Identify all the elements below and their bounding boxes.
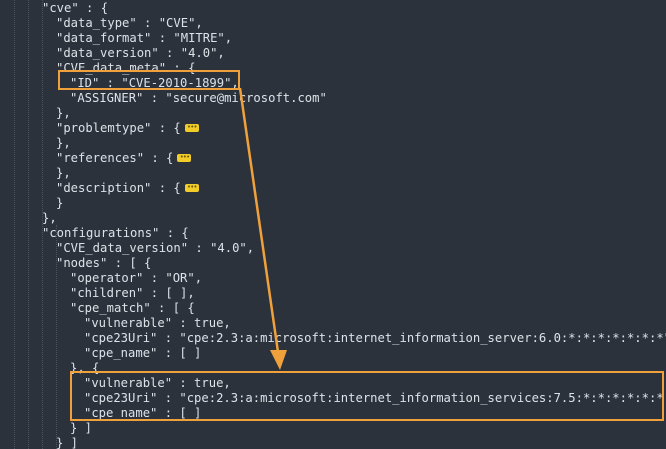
code-text: "nodes" : [ {	[56, 256, 152, 270]
fold-marker-icon[interactable]: •••	[184, 123, 199, 132]
code-line: "cve" : {	[42, 1, 108, 16]
code-line: "vulnerable" : true,	[84, 316, 231, 331]
indent-guide	[28, 0, 29, 449]
code-text: },	[56, 136, 71, 150]
code-line: "ASSIGNER" : "secure@microsoft.com"	[70, 91, 327, 106]
indent-guide	[56, 225, 57, 449]
indent-guide	[14, 0, 15, 449]
code-line: "problemtype" : {•••	[56, 121, 199, 136]
code-line: "operator" : "OR",	[70, 271, 202, 286]
code-line: "cpe_match" : [ {	[70, 301, 195, 316]
code-text: "references" : {	[56, 151, 174, 165]
code-text: "cpe_name" : [ ]	[84, 346, 202, 360]
code-line: "data_version" : "4.0",	[56, 46, 225, 61]
code-text: "cve" : {	[42, 1, 109, 15]
code-text: "data_format" : "MITRE",	[56, 31, 233, 45]
code-line: "vulnerable" : true,	[84, 376, 231, 391]
code-line: "references" : {•••	[56, 151, 192, 166]
code-line: },	[56, 136, 71, 151]
code-text: "cpe23Uri" : "cpe:2.3:a:microsoft:intern…	[84, 391, 666, 405]
code-line: },	[56, 166, 71, 181]
fold-marker-icon[interactable]: •••	[184, 183, 199, 192]
code-text: "cpe_match" : [ {	[70, 301, 195, 315]
code-line: "cpe_name" : [ ]	[84, 406, 201, 421]
code-line: },	[42, 211, 57, 226]
code-line: "cpe_name" : [ ]	[84, 346, 201, 361]
code-line: "data_format" : "MITRE",	[56, 31, 232, 46]
code-text: "children" : [ ],	[70, 286, 195, 300]
fold-marker-icon[interactable]: •••	[177, 153, 192, 162]
code-line: "ID" : "CVE-2010-1899",	[70, 76, 239, 91]
code-line: "nodes" : [ {	[56, 256, 151, 271]
code-text: },	[56, 106, 71, 120]
code-text: "description" : {	[56, 181, 181, 195]
code-line: "data_type" : "CVE",	[56, 16, 203, 31]
code-text: "cpe23Uri" : "cpe:2.3:a:microsoft:intern…	[84, 331, 666, 345]
code-text: "ASSIGNER" : "secure@microsoft.com"	[70, 91, 327, 105]
code-text: "problemtype" : {	[56, 121, 181, 135]
code-text: "vulnerable" : true,	[84, 316, 231, 330]
code-text: "cpe_name" : [ ]	[84, 406, 202, 420]
code-line: }	[56, 196, 63, 211]
cpe-match-highlight-box	[70, 371, 664, 421]
code-line: "CVE_data_version" : "4.0",	[56, 241, 254, 256]
code-text: },	[56, 166, 71, 180]
code-text: "vulnerable" : true,	[84, 376, 231, 390]
code-text: } ]	[70, 421, 93, 435]
code-text: "ID" : "CVE-2010-1899",	[70, 76, 239, 90]
code-text: "configurations" : {	[42, 226, 189, 240]
code-line: "children" : [ ],	[70, 286, 195, 301]
code-line: } ]	[56, 436, 78, 449]
code-text: "CVE_data_version" : "4.0",	[56, 241, 255, 255]
code-line: "configurations" : {	[42, 226, 189, 241]
indent-guide	[42, 0, 43, 449]
code-text: },	[42, 211, 57, 225]
code-text: } ]	[56, 436, 79, 449]
code-line: },	[56, 106, 71, 121]
cve-id-highlight-box	[58, 70, 240, 90]
code-text: "data_version" : "4.0",	[56, 46, 225, 60]
code-line: "cpe23Uri" : "cpe:2.3:a:microsoft:intern…	[84, 391, 666, 406]
code-line: "description" : {•••	[56, 181, 199, 196]
code-line: "cpe23Uri" : "cpe:2.3:a:microsoft:intern…	[84, 331, 666, 346]
code-text: "data_type" : "CVE",	[56, 16, 203, 30]
code-line: } ]	[70, 421, 92, 436]
code-text: }	[56, 196, 64, 210]
code-text: "operator" : "OR",	[70, 271, 203, 285]
